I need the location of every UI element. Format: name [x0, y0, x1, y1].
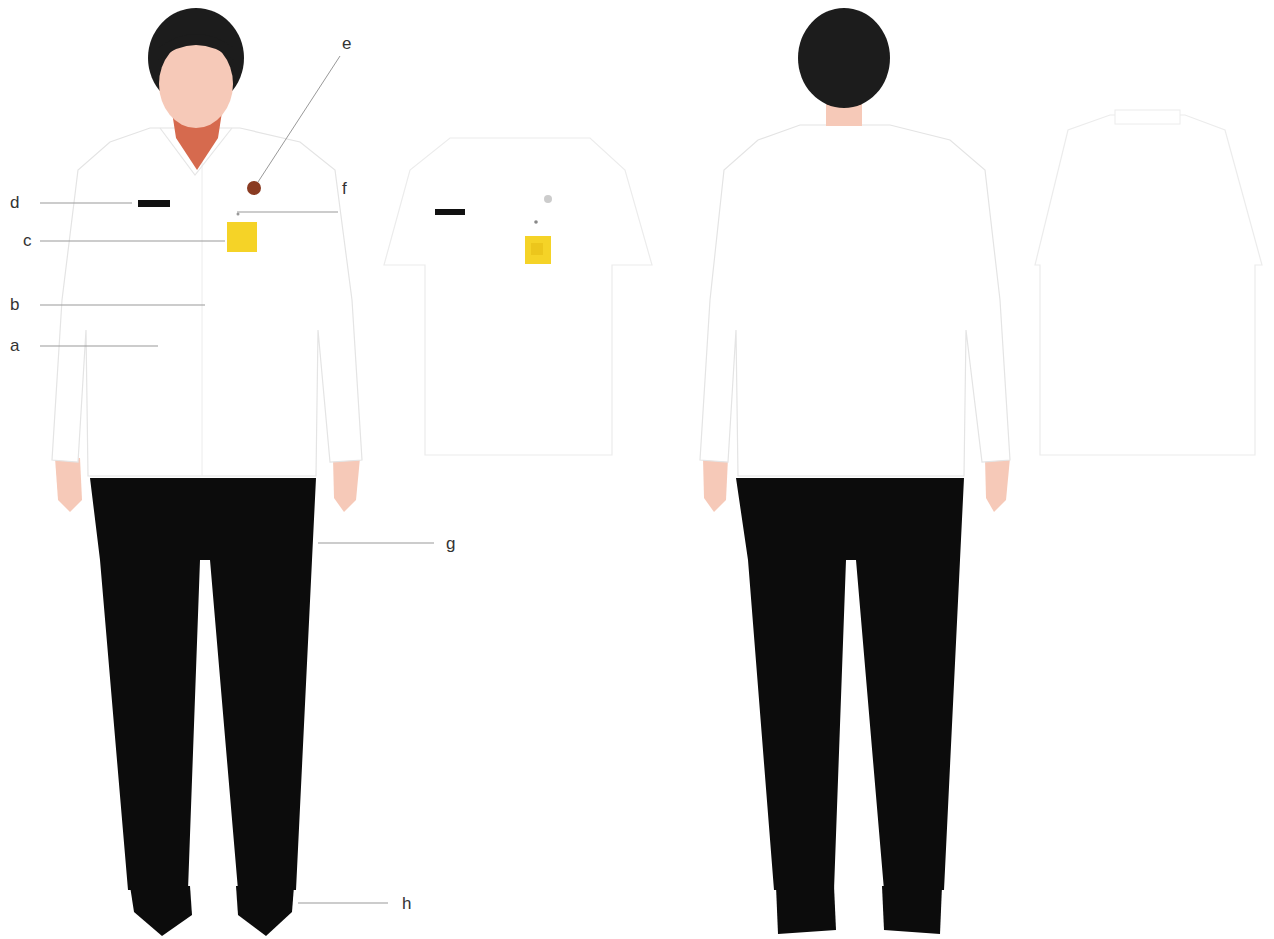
- callout-letter: b: [10, 296, 19, 313]
- front-shirt-flat: [384, 138, 652, 455]
- front-figure: [40, 8, 434, 936]
- callout-letter: f: [342, 180, 347, 197]
- callout-letter: e: [342, 35, 351, 52]
- callout-letter: g: [446, 535, 455, 552]
- callout-letter: d: [10, 194, 19, 211]
- back-figure: [700, 8, 1010, 934]
- callout-letter: c: [23, 232, 32, 249]
- callout-letter: h: [402, 895, 411, 912]
- callout-letter: a: [10, 337, 19, 354]
- back-shirt-flat: [1035, 110, 1262, 455]
